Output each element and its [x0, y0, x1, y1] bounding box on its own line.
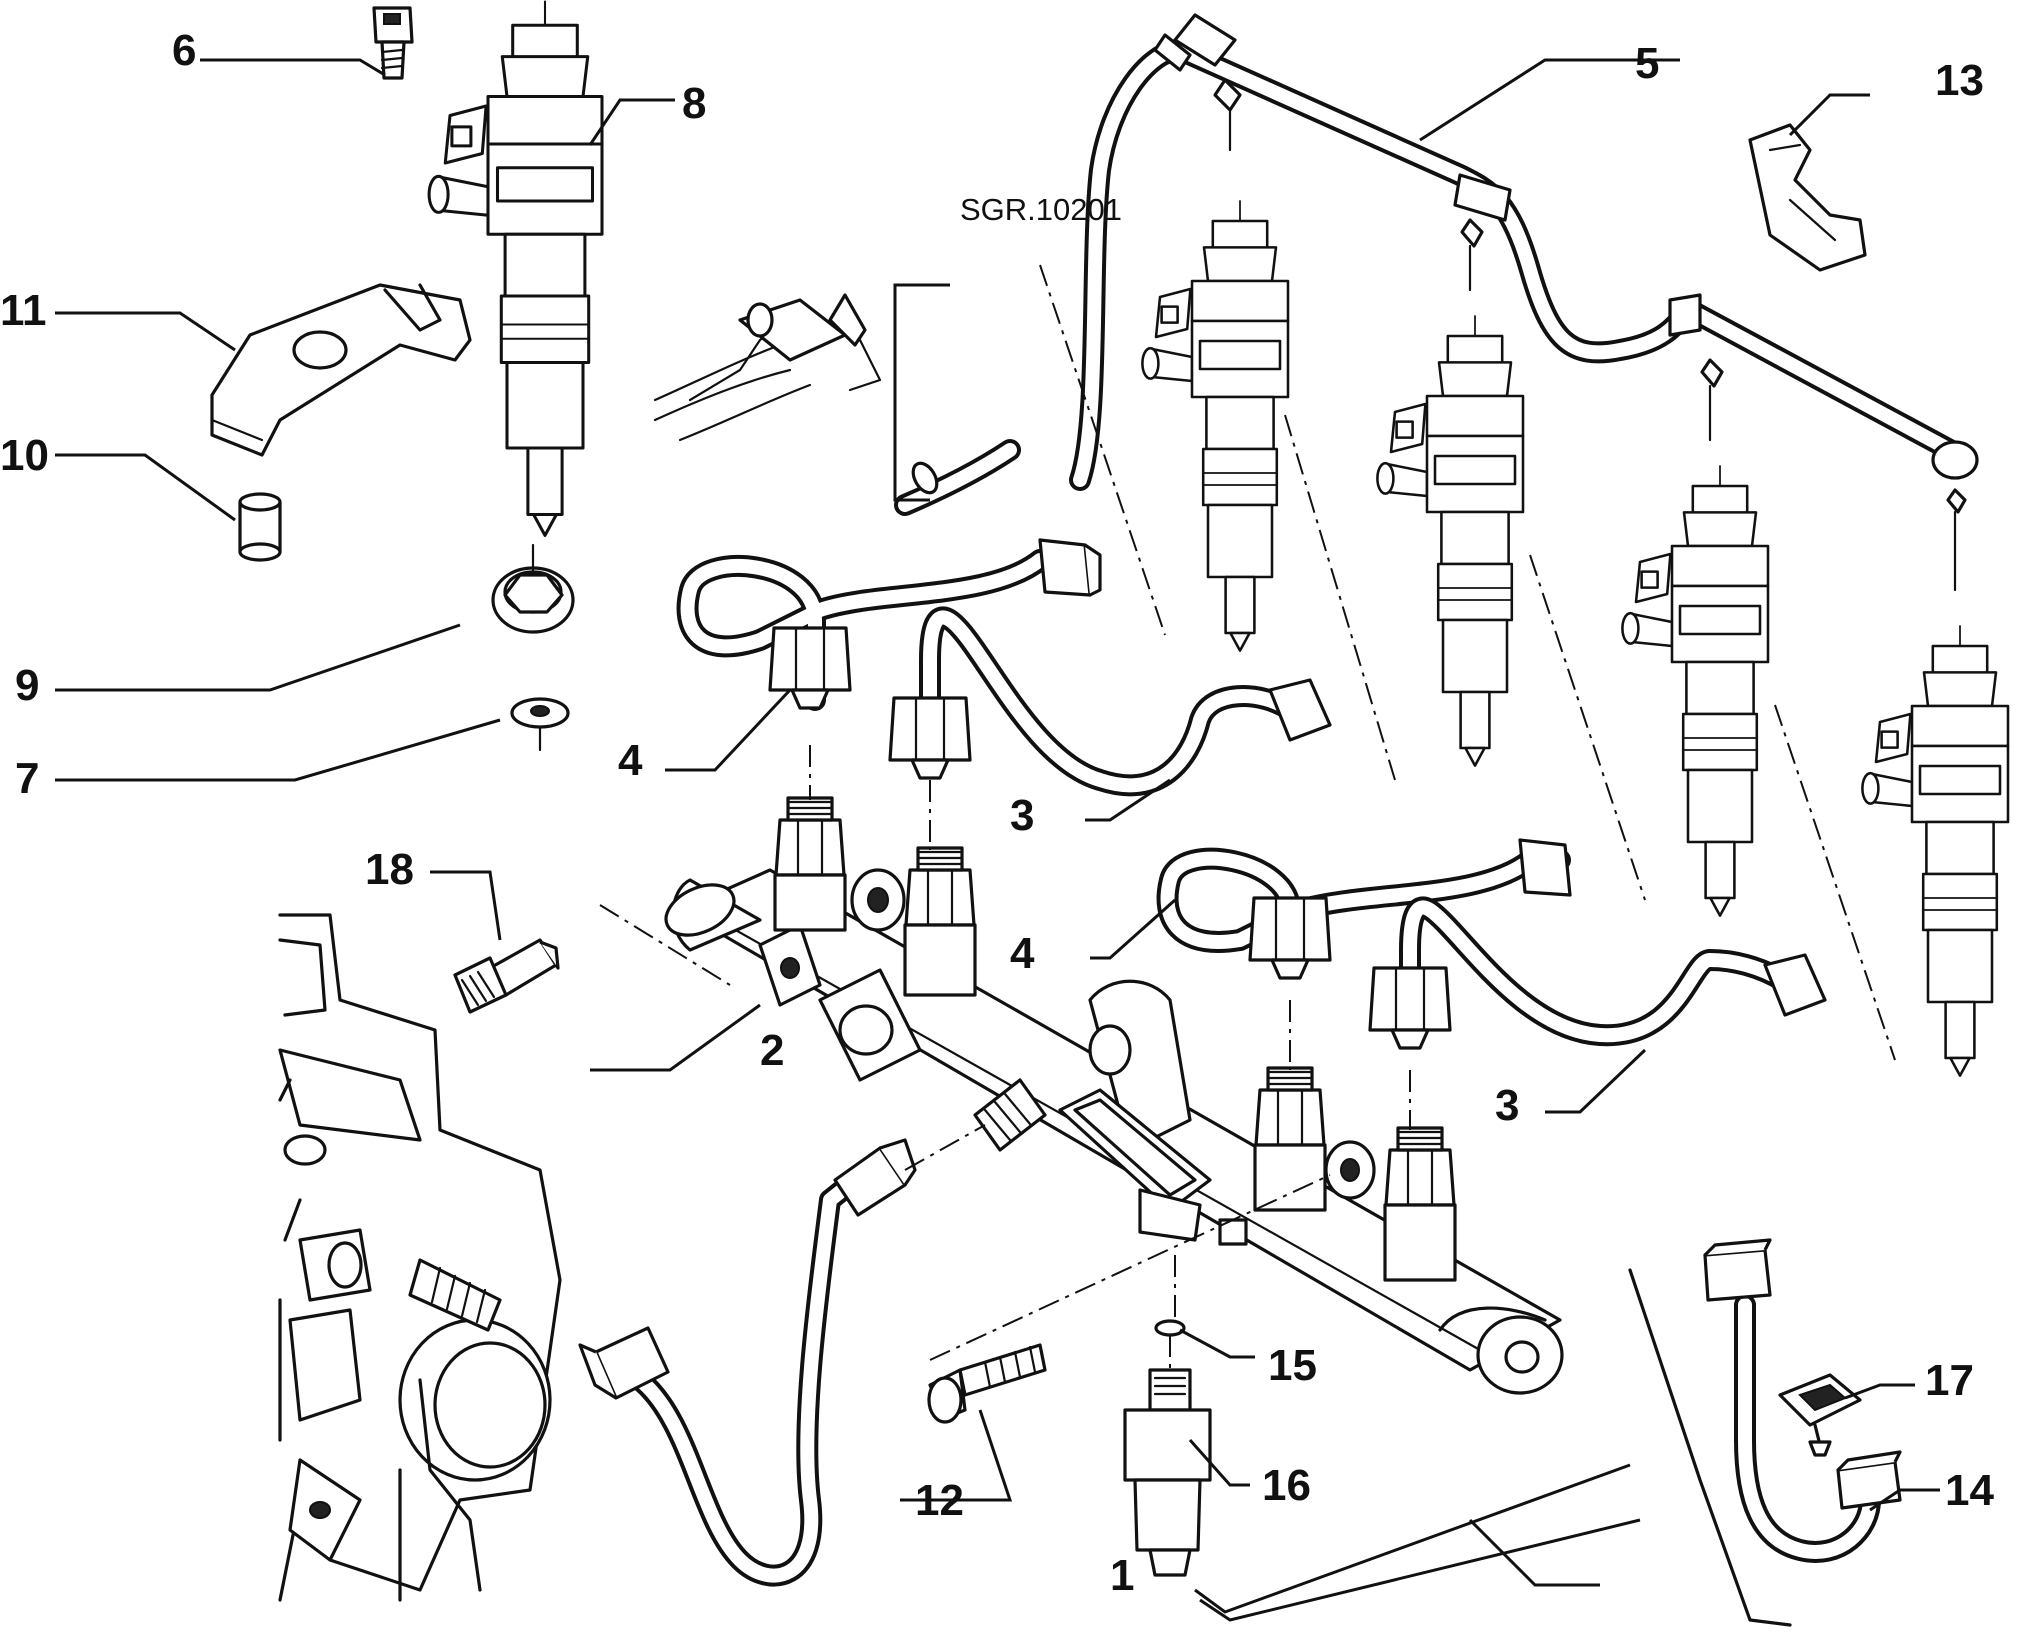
callout-15: 15	[1268, 1341, 1317, 1390]
callout-14: 14	[1945, 1466, 1994, 1515]
callout-3a: 3	[1010, 791, 1034, 840]
sensor-16	[1123, 1368, 1212, 1577]
screw-6	[372, 6, 414, 80]
callout-2: 2	[760, 1026, 784, 1075]
callout-18: 18	[365, 845, 414, 894]
seal-9	[491, 543, 575, 634]
callout-3b: 3	[1495, 1081, 1519, 1130]
callout-10: 10	[0, 431, 49, 480]
leak-off-line	[1069, 13, 1979, 592]
injector-8	[427, 0, 604, 537]
callout-leaders	[55, 58, 1940, 1622]
callout-16: 16	[1262, 1461, 1311, 1510]
callout-13: 13	[1935, 56, 1984, 105]
rail-outlet-bodies	[773, 873, 1457, 1282]
callout-9: 9	[15, 661, 39, 710]
callout-1: 1	[1110, 1551, 1134, 1600]
callout-4b: 4	[1010, 929, 1035, 978]
bolt-12	[927, 1343, 1047, 1424]
callout-labels: SGR.10201 1 2 3 3 4 4 5 6 7 8 9 10 11 12…	[0, 26, 1994, 1600]
callout-4a: 4	[618, 736, 643, 785]
sensor-17	[1778, 1373, 1862, 1457]
callout-12: 12	[915, 1476, 964, 1525]
callout-5: 5	[1635, 39, 1659, 88]
reference-code: SGR.10201	[960, 192, 1122, 227]
callout-7: 7	[15, 754, 39, 803]
harness-14	[1703, 1238, 1902, 1563]
clamp-11	[210, 283, 472, 457]
callout-11: 11	[0, 286, 47, 335]
sensor-18	[453, 938, 560, 1014]
alignment-lines	[599, 264, 1896, 1627]
clip-13	[1748, 123, 1867, 272]
sleeve-10	[238, 492, 282, 562]
callout-8: 8	[682, 79, 706, 128]
callout-17: 17	[1925, 1356, 1974, 1405]
o-ring-15	[1154, 1319, 1186, 1337]
high-pressure-pipe-1	[578, 1138, 917, 1587]
common-rail	[664, 868, 1564, 1395]
pump-housing	[278, 913, 562, 1602]
injector-pipes	[676, 538, 1827, 1047]
callout-6: 6	[172, 26, 196, 75]
reference-detail	[653, 293, 1021, 516]
washer-7	[510, 697, 570, 752]
